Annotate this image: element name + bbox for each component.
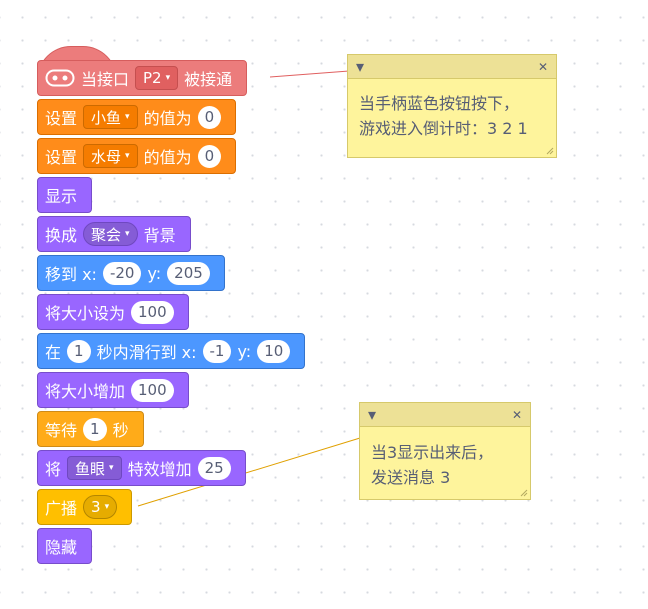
change-size-label: 将大小增加 [45,382,126,401]
comment-line: 游戏进入倒计时：3 2 1 [359,119,528,138]
x-input[interactable]: -20 [102,261,142,285]
show-label: 显示 [45,187,78,206]
chevron-down-icon: ▾ [125,112,130,122]
comment-note[interactable]: ▾ ✕ 当3显示出来后， 发送消息 3 [359,402,531,500]
message-dropdown[interactable]: 3 ▾ [83,495,118,519]
set-variable-jellyfish-block[interactable]: 设置 水母 ▾ 的值为 0 [37,138,237,174]
comment-line: 当手柄蓝色按钮按下， [359,94,520,113]
size-input[interactable]: 100 [131,378,174,402]
variable-dropdown[interactable]: 水母 ▾ [83,144,138,168]
change-label: 将 [45,460,62,479]
set-size-block[interactable]: 将大小设为 100 [37,294,189,330]
goto-label: 移到 x: [45,265,97,284]
chevron-down-icon: ▾ [109,463,114,473]
comment-toolbar: ▾ ✕ [348,55,556,79]
y-input[interactable]: 205 [167,261,210,285]
resize-handle-icon[interactable] [520,489,528,497]
chevron-down-icon: ▾ [125,151,130,161]
change-effect-block[interactable]: 将 鱼眼 ▾ 特效增加 25 [37,450,246,486]
show-block[interactable]: 显示 [37,177,93,213]
close-icon[interactable]: ✕ [511,407,522,422]
collapse-icon[interactable]: ▾ [368,405,377,424]
value-input[interactable]: 0 [197,105,222,129]
change-size-block[interactable]: 将大小增加 100 [37,372,189,408]
port-value: P2 [143,69,162,87]
value-input[interactable]: 0 [197,144,222,168]
value-label: 的值为 [143,109,192,128]
effect-name: 鱼眼 [75,459,106,478]
variable-name: 水母 [91,147,122,166]
size-input[interactable]: 100 [131,300,174,324]
variable-dropdown[interactable]: 小鱼 ▾ [83,105,138,129]
variable-name: 小鱼 [91,108,122,127]
y-input[interactable]: 10 [257,339,291,363]
comment-line: 当3显示出来后， [371,443,494,462]
comment-note[interactable]: ▾ ✕ 当手柄蓝色按钮按下， 游戏进入倒计时：3 2 1 [347,54,557,158]
when-port-connected-block[interactable]: 当接口 P2 ▾ 被接通 [37,60,248,96]
wait-block[interactable]: 等待 1 秒 [37,411,144,447]
secs-input[interactable]: 1 [83,417,107,441]
broadcast-label: 广播 [45,499,78,518]
wait-label: 等待 [45,421,78,440]
effect-dropdown[interactable]: 鱼眼 ▾ [67,456,122,480]
glide-block[interactable]: 在 1 秒内滑行到 x: -1 y: 10 [37,333,306,369]
y-label: y: [237,341,252,361]
hat-connected-label: 被接通 [184,70,233,89]
glide-in-label: 在 [45,343,62,362]
resize-handle-icon[interactable] [546,147,554,155]
comment-toolbar: ▾ ✕ [360,403,530,427]
hat-when-label: 当接口 [81,70,130,89]
set-size-label: 将大小设为 [45,304,126,323]
backdrop-dropdown[interactable]: 聚会 ▾ [83,222,138,246]
sec-label: 秒 [112,421,129,440]
collapse-icon[interactable]: ▾ [356,57,365,76]
value-label: 的值为 [143,148,192,167]
comment-link-hat [269,70,350,78]
hide-block[interactable]: 隐藏 [37,528,93,564]
set-label: 设置 [45,148,78,167]
port-dropdown[interactable]: P2 ▾ [135,66,179,90]
comment-text[interactable]: 当3显示出来后， 发送消息 3 [360,427,530,502]
chevron-down-icon: ▾ [104,502,110,512]
set-label: 设置 [45,109,78,128]
backdrop-label: 背景 [143,226,176,245]
secs-input[interactable]: 1 [67,339,91,363]
glide-label: 秒内滑行到 x: [96,343,197,362]
chevron-down-icon: ▾ [165,73,171,83]
switch-label: 换成 [45,226,78,245]
y-label: y: [147,263,162,283]
effect-value-input[interactable]: 25 [197,456,231,480]
backdrop-name: 聚会 [91,225,122,244]
x-input[interactable]: -1 [202,339,232,363]
go-to-xy-block[interactable]: 移到 x: -20 y: 205 [37,255,225,291]
gamepad-icon [45,69,75,87]
switch-backdrop-block[interactable]: 换成 聚会 ▾ 背景 [37,216,191,252]
chevron-down-icon: ▾ [125,229,130,239]
comment-text[interactable]: 当手柄蓝色按钮按下， 游戏进入倒计时：3 2 1 [348,79,556,153]
message-name: 3 [91,498,101,516]
broadcast-block[interactable]: 广播 3 ▾ [37,489,133,525]
set-variable-fish-block[interactable]: 设置 小鱼 ▾ 的值为 0 [37,99,237,135]
comment-line: 发送消息 3 [371,468,451,487]
by-label: 特效增加 [127,460,192,479]
close-icon[interactable]: ✕ [537,59,548,74]
hide-label: 隐藏 [45,538,78,557]
